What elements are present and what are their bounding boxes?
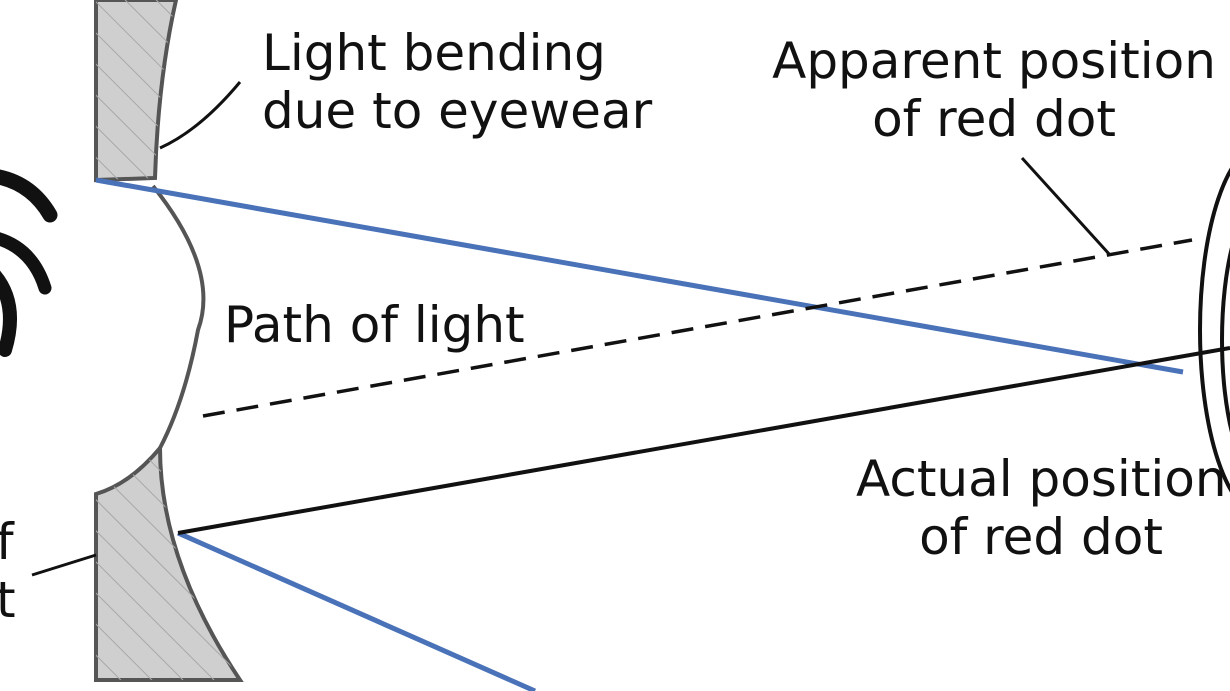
- actual-sight-line: [177, 346, 1230, 535]
- apparent-position-label: Apparent position of red dot: [772, 32, 1216, 148]
- left-label-leader-line: [31, 553, 97, 577]
- cut-off-left-label: f t: [0, 513, 16, 629]
- target-inner-ring: [1220, 247, 1230, 433]
- eye-icon: [0, 169, 58, 223]
- apparent-position-leader-line: [1020, 156, 1112, 257]
- actual-position-label: Actual position of red dot: [856, 450, 1227, 566]
- cornea-curve: [151, 184, 206, 449]
- light-bending-label: Light bending due to eyewear: [262, 24, 653, 140]
- path-of-light-label: Path of light: [224, 296, 525, 354]
- light-bending-leader-line: [159, 81, 242, 150]
- target-outer-ring: [1198, 167, 1230, 493]
- refracted-ray-upper: [95, 177, 1184, 375]
- apparent-sight-line: [202, 238, 1193, 418]
- refracted-ray-lower: [176, 530, 537, 691]
